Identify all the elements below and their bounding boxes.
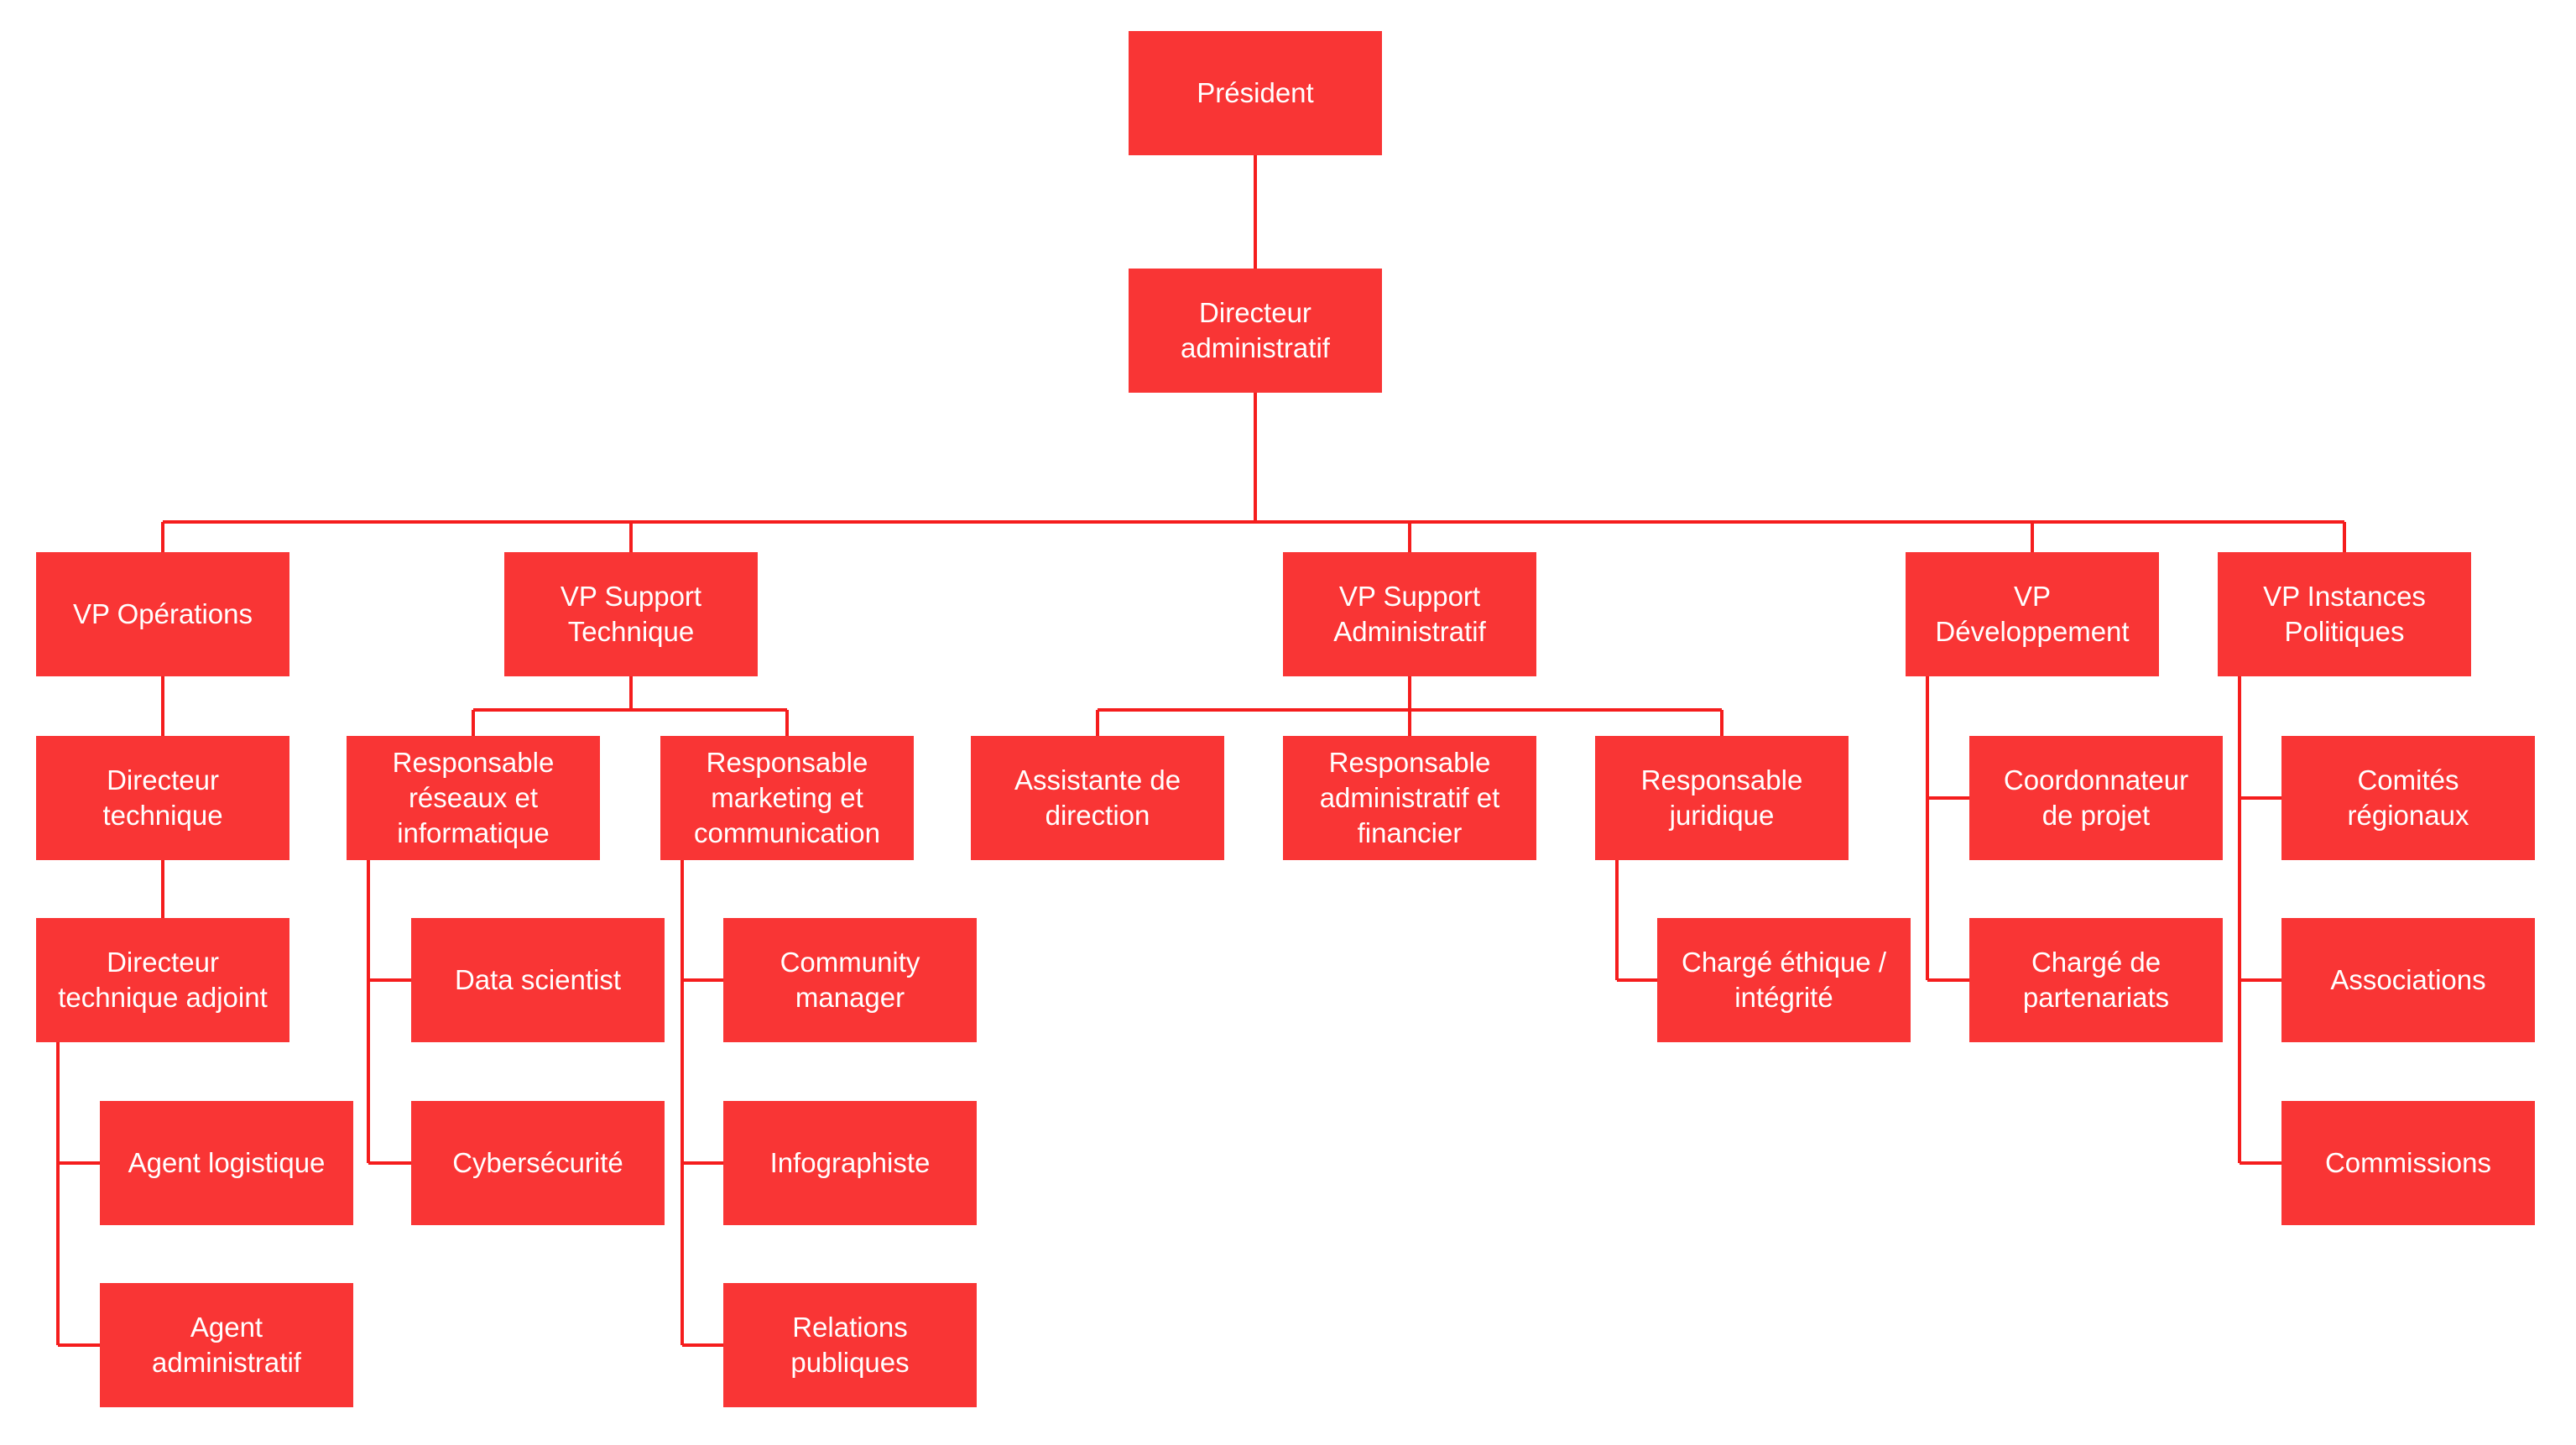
org-node-directeur-technique-adjoint[interactable]: Directeur technique adjoint [36, 918, 289, 1042]
connector-path [56, 155, 2346, 1347]
org-node-vp-operations[interactable]: VP Opérations [36, 552, 289, 676]
org-node-charge-de-partenariats[interactable]: Chargé de partenariats [1969, 918, 2223, 1042]
org-node-charge-ethique-integrite[interactable]: Chargé éthique / intégrité [1657, 918, 1911, 1042]
org-node-assistante-de-direction[interactable]: Assistante de direction [971, 736, 1224, 860]
org-node-responsable-reseaux-informatique[interactable]: Responsable réseaux et informatique [347, 736, 600, 860]
org-node-directeur-technique[interactable]: Directeur technique [36, 736, 289, 860]
org-node-vp-support-technique[interactable]: VP Support Technique [504, 552, 758, 676]
org-node-vp-developpement[interactable]: VP Développement [1906, 552, 2159, 676]
org-node-data-scientist[interactable]: Data scientist [411, 918, 665, 1042]
org-node-vp-instances-politiques[interactable]: VP Instances Politiques [2218, 552, 2471, 676]
org-node-commissions[interactable]: Commissions [2281, 1101, 2535, 1225]
org-node-coordonnateur-de-projet[interactable]: Coordonnateur de projet [1969, 736, 2223, 860]
org-node-responsable-administratif-financier[interactable]: Responsable administratif et financier [1283, 736, 1536, 860]
org-node-responsable-juridique[interactable]: Responsable juridique [1595, 736, 1849, 860]
org-node-community-manager[interactable]: Community manager [723, 918, 977, 1042]
org-node-associations[interactable]: Associations [2281, 918, 2535, 1042]
org-node-agent-administratif[interactable]: Agent administratif [100, 1283, 353, 1407]
org-node-responsable-marketing-communication[interactable]: Responsable marketing et communication [660, 736, 914, 860]
org-node-relations-publiques[interactable]: Relations publiques [723, 1283, 977, 1407]
org-node-comites-regionaux[interactable]: Comités régionaux [2281, 736, 2535, 860]
org-node-agent-logistique[interactable]: Agent logistique [100, 1101, 353, 1225]
org-node-infographiste[interactable]: Infographiste [723, 1101, 977, 1225]
org-node-vp-support-administratif[interactable]: VP Support Administratif [1283, 552, 1536, 676]
org-node-directeur-administratif[interactable]: Directeur administratif [1129, 269, 1382, 393]
org-node-cybersecurite[interactable]: Cybersécurité [411, 1101, 665, 1225]
org-node-president[interactable]: Président [1129, 31, 1382, 155]
